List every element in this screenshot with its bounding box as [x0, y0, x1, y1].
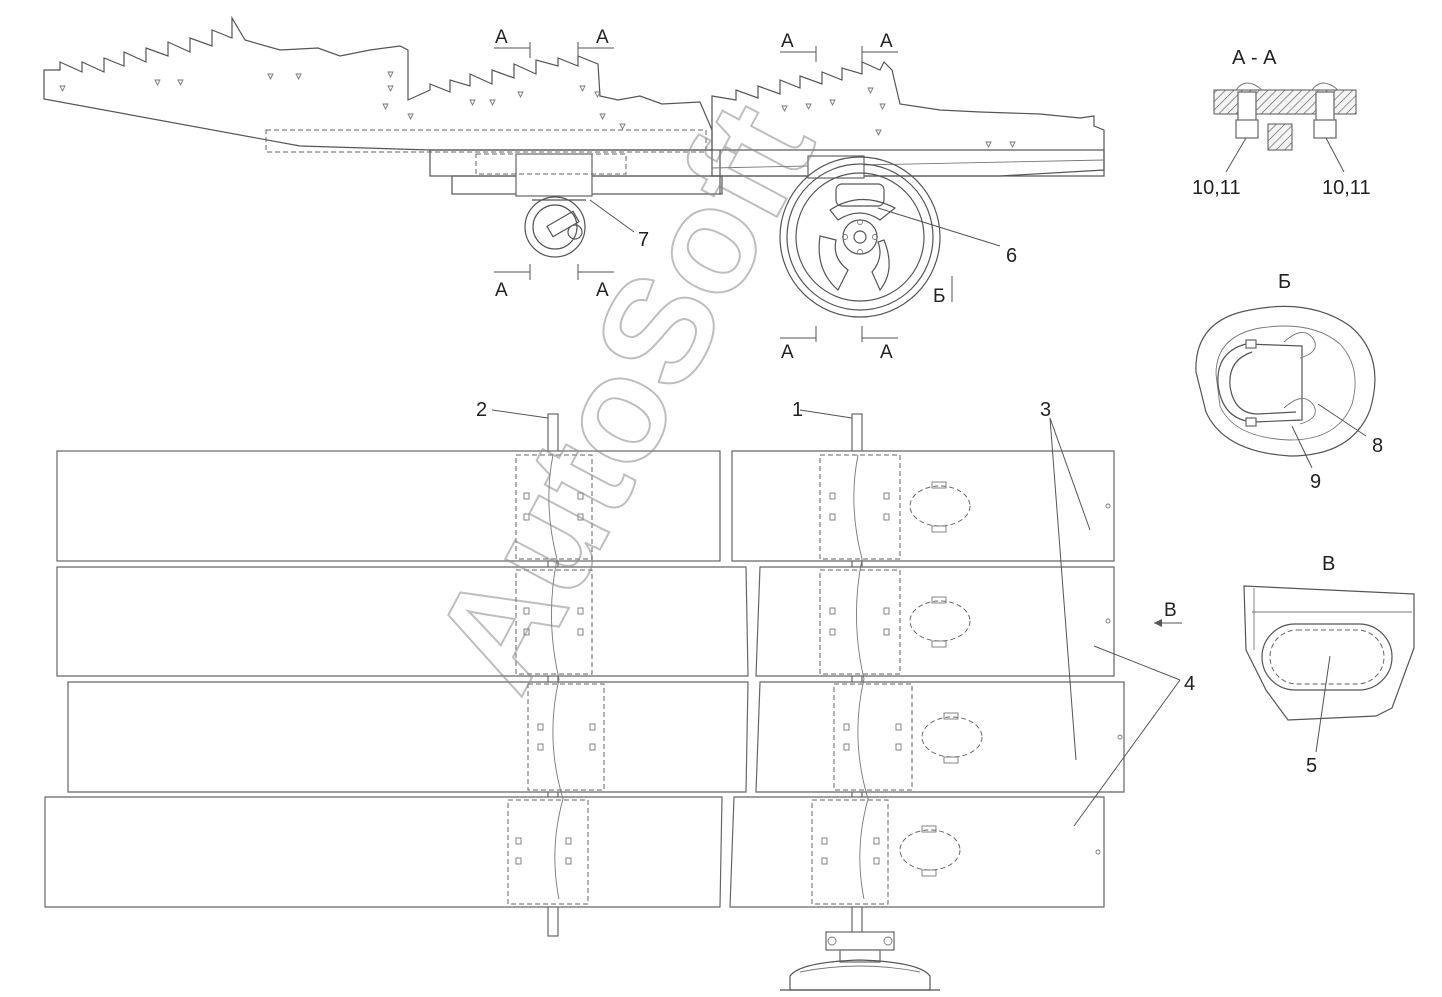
callout-10-11-right: 10,11	[1322, 177, 1371, 199]
view-title-aa: А - А	[1232, 47, 1277, 69]
view-title-v: В	[1322, 553, 1335, 575]
callout-1: 1	[792, 399, 803, 421]
section-mark-b: Б	[933, 286, 945, 307]
callout-2: 2	[476, 399, 487, 421]
hidden-beam	[265, 129, 707, 153]
clamp-hidden-curves	[548, 454, 869, 900]
leader-7	[589, 199, 635, 233]
callout-5: 5	[1306, 755, 1317, 777]
callout-9: 9	[1310, 471, 1321, 493]
section-view-aa: А - А 10,11 10,11	[1192, 47, 1371, 199]
view-arrow-v: В	[1164, 600, 1177, 621]
callout-6: 6	[1006, 245, 1017, 267]
section-mark-a: A	[495, 27, 508, 48]
clamp-slots	[515, 492, 902, 865]
beam-edge-line	[711, 159, 1105, 169]
callout-8: 8	[1372, 435, 1383, 457]
panel-right-2	[755, 566, 1115, 677]
section-lines	[494, 42, 953, 342]
section-mark-a: A	[596, 280, 609, 301]
detail-view-v: В 5 В	[1154, 553, 1415, 777]
panel-left-3	[67, 681, 749, 793]
drive-drum-small	[524, 196, 586, 258]
knife-rivets	[59, 71, 1016, 149]
leader-4a	[1093, 645, 1181, 681]
left-clamp-plate	[515, 153, 593, 197]
leader-3a	[1049, 417, 1091, 531]
pulley-wheel	[779, 156, 941, 318]
panel-right-4	[729, 796, 1105, 908]
callout-10-11-left: 10,11	[1192, 177, 1241, 199]
main-beam	[429, 149, 1105, 177]
plan-view	[44, 413, 1125, 991]
panel-right-3	[755, 681, 1125, 793]
section-mark-a: A	[781, 31, 794, 52]
panel-left-2	[56, 566, 749, 677]
panel-openings	[899, 481, 1123, 877]
panel-right-1	[731, 450, 1115, 562]
section-mark-a: A	[781, 342, 794, 363]
section-mark-a: A	[596, 27, 609, 48]
leader-4b	[1073, 679, 1181, 827]
panel-left-4	[44, 796, 723, 908]
callout-3: 3	[1040, 399, 1051, 421]
leader-6	[877, 207, 1001, 247]
view-title-b: Б	[1278, 271, 1291, 293]
clamp-blocks	[507, 454, 913, 905]
leader-3b	[1049, 417, 1077, 761]
side-view	[43, 15, 1105, 318]
callout-7: 7	[638, 229, 649, 251]
left-knife-section	[43, 15, 713, 151]
leader-2	[491, 409, 549, 419]
section-mark-a: A	[880, 31, 893, 52]
panel-left-1	[56, 450, 721, 562]
section-mark-a: A	[495, 280, 508, 301]
callout-4: 4	[1184, 673, 1195, 695]
drive-pulley-bottom	[780, 931, 940, 991]
detail-view-b: Б 8 9	[1195, 271, 1383, 493]
leader-1	[799, 409, 853, 419]
left-clamp-hidden	[475, 153, 627, 175]
section-mark-a: A	[880, 342, 893, 363]
